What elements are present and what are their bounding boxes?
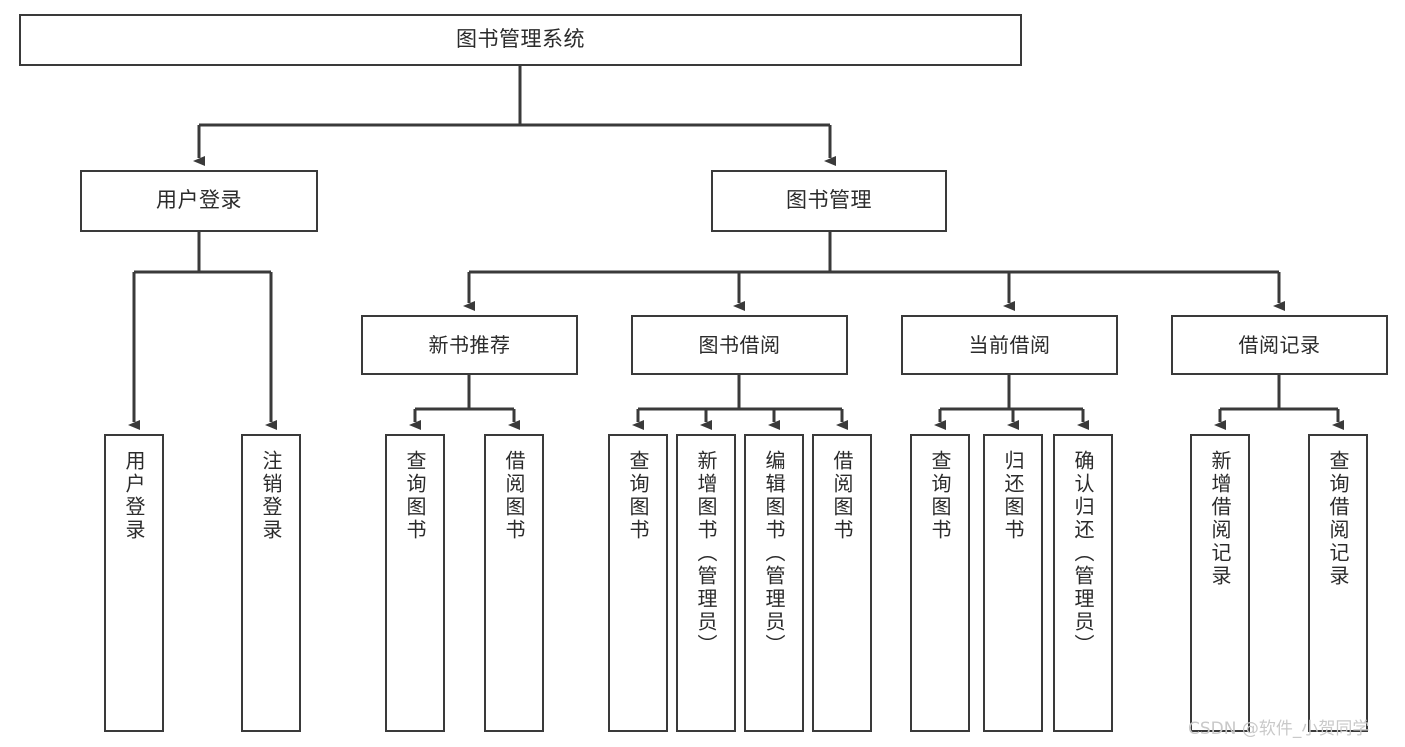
node-leaf-query-record[interactable]: 查询借阅记录: [1308, 434, 1368, 732]
node-leaf-user-login[interactable]: 用户登录: [104, 434, 164, 732]
node-leaf-add-book-label: 新增图书（管理员）: [694, 450, 718, 657]
node-leaf-borrow-book-1-label: 借阅图书: [502, 450, 526, 542]
node-leaf-query-book-3-label: 查询图书: [928, 450, 952, 542]
node-leaf-user-login-label: 用户登录: [122, 450, 146, 542]
node-leaf-query-book-2-label: 查询图书: [626, 450, 650, 542]
node-user-login[interactable]: 用户登录: [80, 170, 318, 232]
node-current-borrow[interactable]: 当前借阅: [901, 315, 1118, 375]
node-root[interactable]: 图书管理系统: [19, 14, 1022, 66]
node-leaf-confirm-return-label: 确认归还（管理员）: [1071, 450, 1095, 657]
node-leaf-confirm-return[interactable]: 确认归还（管理员）: [1053, 434, 1113, 732]
node-leaf-edit-book[interactable]: 编辑图书（管理员）: [744, 434, 804, 732]
edge-book-manage-bus: [463, 232, 1285, 311]
node-current-borrow-label: 当前借阅: [968, 333, 1051, 357]
node-leaf-query-record-label: 查询借阅记录: [1326, 450, 1350, 588]
edge-book-borrow-bus: [632, 375, 848, 430]
node-leaf-query-book-1-label: 查询图书: [403, 450, 427, 542]
node-root-label: 图书管理系统: [456, 27, 585, 52]
node-leaf-return-book-label: 归还图书: [1001, 450, 1025, 542]
node-book-manage-label: 图书管理: [786, 188, 872, 213]
node-leaf-edit-book-label: 编辑图书（管理员）: [762, 450, 786, 657]
node-leaf-query-book-1[interactable]: 查询图书: [385, 434, 445, 732]
edge-borrow-record-bus: [1214, 375, 1344, 430]
node-borrow-record[interactable]: 借阅记录: [1171, 315, 1388, 375]
node-leaf-return-book[interactable]: 归还图书: [983, 434, 1043, 732]
node-leaf-query-book-3[interactable]: 查询图书: [910, 434, 970, 732]
edge-new-book-rec-bus: [409, 375, 520, 430]
node-user-login-label: 用户登录: [156, 188, 242, 213]
node-book-borrow-label: 图书借阅: [698, 333, 781, 357]
node-leaf-add-book[interactable]: 新增图书（管理员）: [676, 434, 736, 732]
node-book-borrow[interactable]: 图书借阅: [631, 315, 848, 375]
csdn-watermark: CSDN @软件_小贺同学: [1188, 719, 1370, 739]
edge-user-login-bus: [128, 232, 277, 430]
node-leaf-borrow-book-2-label: 借阅图书: [830, 450, 854, 542]
node-new-book-rec[interactable]: 新书推荐: [361, 315, 578, 375]
node-leaf-borrow-book-1[interactable]: 借阅图书: [484, 434, 544, 732]
node-leaf-borrow-book-2[interactable]: 借阅图书: [812, 434, 872, 732]
node-leaf-logout[interactable]: 注销登录: [241, 434, 301, 732]
edge-root-bus: [193, 66, 836, 166]
node-book-manage[interactable]: 图书管理: [711, 170, 947, 232]
edge-current-borrow-bus: [934, 375, 1089, 430]
node-leaf-add-record[interactable]: 新增借阅记录: [1190, 434, 1250, 732]
node-borrow-record-label: 借阅记录: [1238, 333, 1321, 357]
node-leaf-query-book-2[interactable]: 查询图书: [608, 434, 668, 732]
node-leaf-add-record-label: 新增借阅记录: [1208, 450, 1232, 588]
node-leaf-logout-label: 注销登录: [259, 450, 283, 542]
node-new-book-rec-label: 新书推荐: [428, 333, 511, 357]
